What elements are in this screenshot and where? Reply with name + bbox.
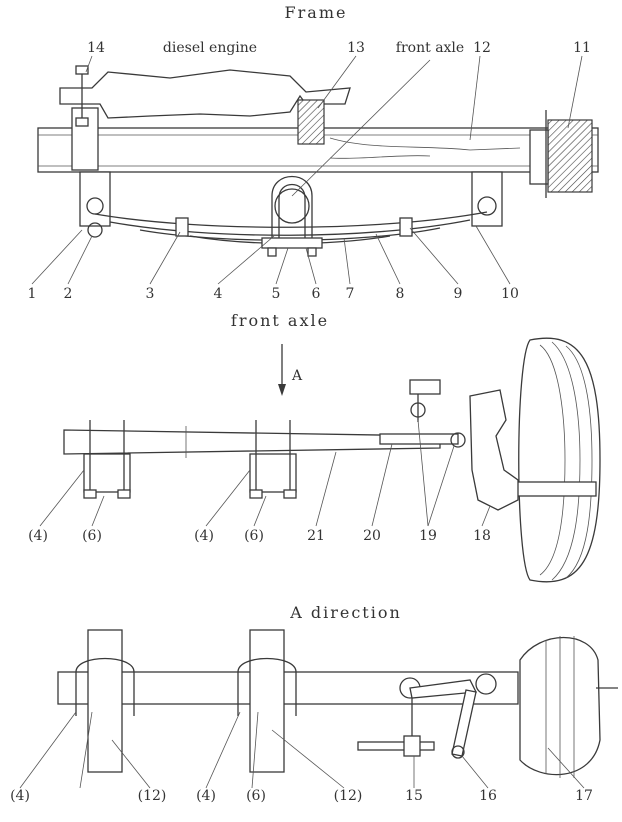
middle-view: front axle A	[28, 311, 601, 583]
callout-b4a: (4)	[10, 788, 30, 804]
u-bolt-right	[237, 657, 297, 716]
callout-b6: (6)	[246, 788, 266, 804]
label-arrow-a: A	[291, 368, 303, 384]
callout-b4b: (4)	[196, 788, 216, 804]
callout-m4b: (4)	[194, 528, 214, 544]
callout-20: 20	[363, 528, 381, 544]
callout-18: 18	[473, 528, 491, 544]
callout-3: 3	[146, 286, 155, 302]
spring-section-right	[249, 629, 285, 773]
callout-14: 14	[87, 40, 105, 56]
callout-1: 1	[28, 286, 37, 302]
steering-linkage	[357, 673, 497, 759]
steering-knuckle	[469, 389, 519, 511]
callout-m6a: (6)	[82, 528, 102, 544]
front-hanger	[79, 171, 111, 227]
engine-mount-13	[297, 99, 325, 145]
label-front-axle-top: front axle	[396, 40, 464, 56]
u-bolt	[271, 175, 313, 240]
top-view: Frame diesel engine front axle	[28, 3, 599, 302]
rear-hanger	[471, 171, 503, 227]
callout-10: 10	[501, 286, 519, 302]
axle-beam	[63, 429, 441, 455]
callout-m6b: (6)	[244, 528, 264, 544]
steering-arm-upper	[409, 379, 441, 395]
title-front-axle: front axle	[231, 311, 329, 330]
callout-13: 13	[347, 40, 365, 56]
callout-16: 16	[479, 788, 497, 804]
callout-9: 9	[454, 286, 463, 302]
bottom-callouts: (4) (12) (4) (6) (12) 15 16 17	[10, 711, 593, 804]
callout-4: 4	[214, 286, 223, 302]
title-frame: Frame	[285, 3, 348, 22]
callout-2: 2	[64, 286, 73, 302]
callout-6: 6	[312, 286, 321, 302]
bottom-view: A direction	[10, 603, 618, 804]
callout-11: 11	[573, 40, 591, 56]
title-a-direction: A direction	[289, 603, 402, 622]
spring-seat-right	[249, 420, 297, 499]
callout-15: 15	[405, 788, 423, 804]
callout-b12b: (12)	[334, 788, 363, 804]
bracket-14	[71, 107, 99, 171]
leaf-spring	[94, 211, 488, 228]
front-axle-section	[274, 188, 310, 224]
middle-callouts: (4) (6) (4) (6) 21 20 19 18	[28, 419, 491, 544]
callout-8: 8	[396, 286, 405, 302]
callout-21: 21	[307, 528, 325, 544]
callout-17: 17	[575, 788, 593, 804]
u-bolt-left	[75, 657, 135, 716]
label-diesel-engine: diesel engine	[163, 40, 257, 56]
spring-clip-right	[399, 217, 413, 237]
wheel-side	[515, 337, 601, 583]
callout-m4a: (4)	[28, 528, 48, 544]
callout-7: 7	[346, 286, 355, 302]
wheel-front	[519, 636, 618, 778]
spring-seat-left	[83, 420, 131, 499]
axle-pad	[261, 237, 323, 249]
spring-section-left	[87, 629, 123, 773]
cross-member-11	[547, 119, 593, 193]
callout-5: 5	[272, 286, 281, 302]
spring-clip-left	[175, 217, 189, 237]
tie-rod	[379, 433, 459, 445]
callout-b12a: (12)	[138, 788, 167, 804]
callout-12: 12	[473, 40, 491, 56]
direction-arrow	[278, 384, 286, 396]
callout-19: 19	[419, 528, 437, 544]
top-callouts: 1 2 3 4 5 6 7 8 9 10 11 12 13 14	[28, 40, 591, 302]
